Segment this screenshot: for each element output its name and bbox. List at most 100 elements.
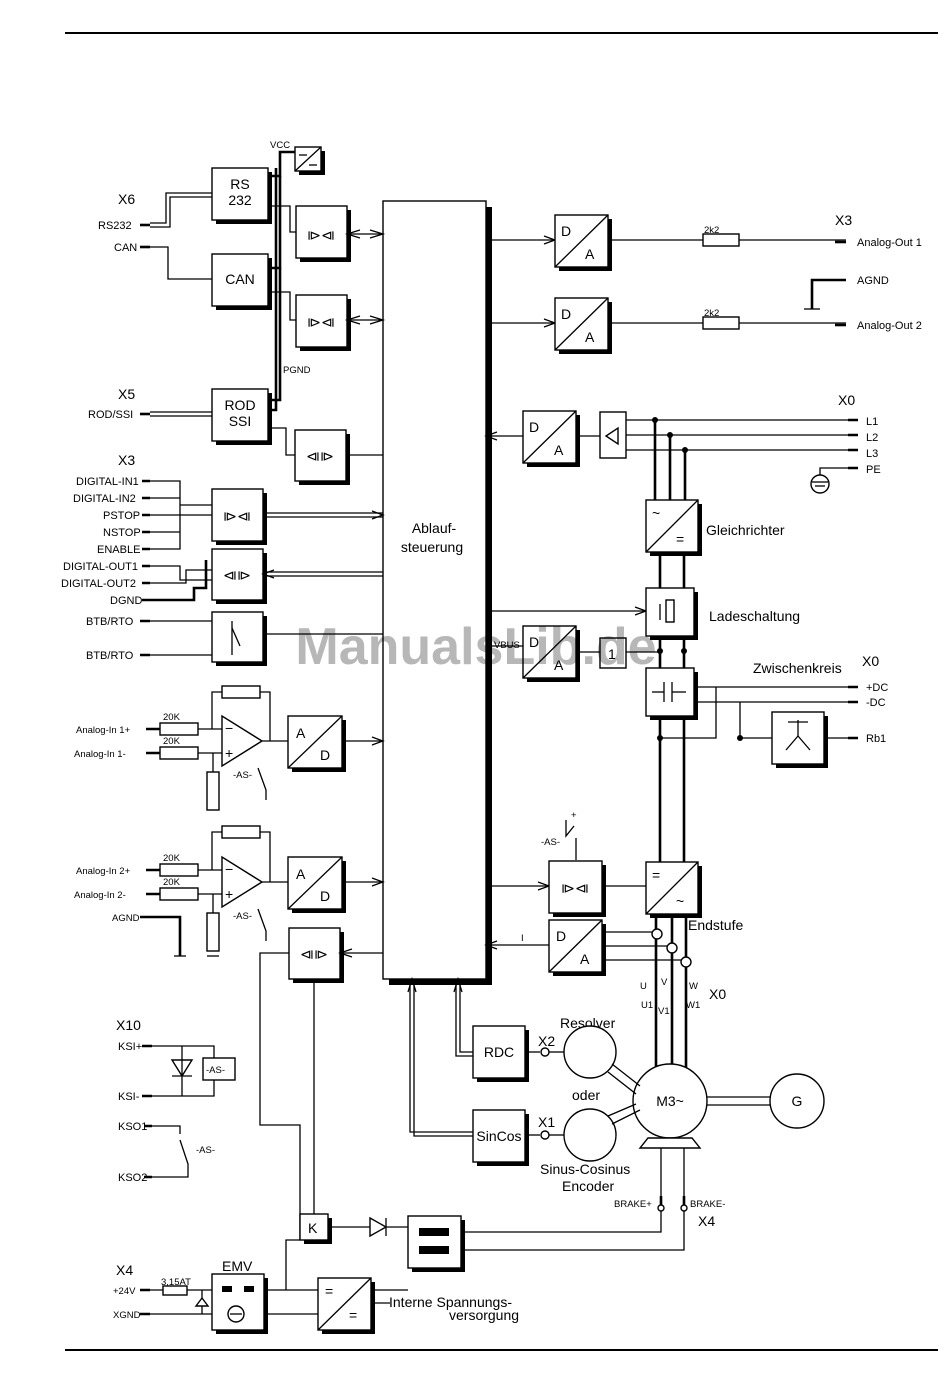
- optocoupler-rod: ⧏⧐: [294, 429, 350, 485]
- digital-out2-pin: DIGITAL-OUT2: [61, 578, 136, 590]
- rectifier-block: ~=: [645, 499, 702, 556]
- generator: G: [769, 1073, 825, 1129]
- ad-converter-2: A D: [287, 856, 346, 913]
- v1-pin: V1: [658, 1006, 670, 1017]
- p24v-pin: +24V: [113, 1286, 136, 1297]
- svg-text:⧐⧏: ⧐⧏: [307, 227, 335, 243]
- x0-dc-connector-label: X0: [862, 653, 879, 669]
- ksi-plus-pin: KSI+: [118, 1041, 142, 1053]
- svg-text:=: =: [652, 867, 660, 883]
- svg-text:=: =: [349, 1307, 357, 1323]
- watermark: ManualsLib.de: [295, 618, 656, 676]
- ad1-a: A: [296, 725, 306, 741]
- generator-label: G: [792, 1093, 803, 1109]
- interne-label: Interne Spannungs-: [389, 1294, 512, 1310]
- ksi-minus-pin: KSI-: [118, 1091, 140, 1103]
- x6-connector-label: X6: [118, 191, 135, 207]
- ain1p-pin: Analog-In 1+: [76, 725, 131, 736]
- x2-connector-label: X2: [538, 1033, 555, 1049]
- svg-text:=: =: [676, 531, 684, 547]
- v-pin: V: [661, 977, 668, 988]
- as-label-1: -AS-: [233, 770, 252, 781]
- fuse: [162, 1285, 188, 1296]
- analog-in-1-stage: Analog-In 1+ Analog-In 1- 20K 20K −+ -AS…: [74, 685, 288, 811]
- can-pin: CAN: [114, 242, 137, 254]
- ain2m-pin: Analog-In 2-: [74, 890, 126, 901]
- da-converter-aout2: D A: [554, 297, 612, 354]
- optocoupler-lower-left: ⧏⧐: [288, 927, 344, 983]
- optocoupler-endstufe: ⧐⧏: [548, 860, 606, 917]
- mains-buffer-amp: [599, 411, 627, 459]
- r20k-3: 20K: [163, 853, 181, 864]
- r20k-4: 20K: [163, 877, 181, 888]
- ad1-d: D: [320, 747, 330, 763]
- da-converter-mains: D A: [522, 410, 580, 467]
- da1-a: A: [585, 246, 595, 262]
- resolver: [563, 1025, 617, 1079]
- ablaufsteuerung-block: Ablauf- steuerung: [382, 200, 492, 985]
- versorgung-label: versorgung: [449, 1307, 519, 1323]
- as-label-4: -AS-: [196, 1145, 215, 1156]
- svg-text:⧏⧐: ⧏⧐: [306, 448, 334, 464]
- pe-pin: PE: [866, 464, 881, 476]
- svg-text:−: −: [225, 861, 233, 877]
- agnd-left-pin: AGND: [112, 913, 140, 924]
- agnd-right-pin: AGND: [857, 275, 889, 287]
- rs232-block-bottom: 232: [228, 192, 252, 208]
- x3-right-connector-label: X3: [835, 212, 852, 228]
- da-converter-current: D A: [548, 919, 606, 976]
- optocoupler-digital-in: ⧐⧏: [211, 488, 267, 545]
- ablauf-label-bottom: steuerung: [401, 539, 463, 555]
- dc-link-capacitor-block: [645, 667, 698, 720]
- brake-switch-block: [407, 1215, 465, 1272]
- current-marker: I: [521, 933, 524, 944]
- brake-chopper-block: [771, 711, 828, 768]
- da3-a: A: [554, 442, 564, 458]
- rdc-label: RDC: [484, 1044, 514, 1060]
- x3-left-connector-label: X3: [118, 452, 135, 468]
- svg-text:⧐⧏: ⧐⧏: [307, 314, 335, 330]
- rod-ssi-pin: ROD/SSI: [88, 409, 133, 421]
- vbus-label: VBUS: [494, 640, 520, 651]
- pgnd-label: PGND: [283, 365, 311, 376]
- btb-pin-2: BTB/RTO: [86, 650, 134, 662]
- pe-ground-symbol: [810, 474, 830, 494]
- can-block-label: CAN: [225, 271, 255, 287]
- u1-pin: U1: [641, 1000, 653, 1011]
- r2k2-2: 2k2: [704, 308, 719, 319]
- digital-in1-pin: DIGITAL-IN1: [76, 476, 139, 488]
- l1-pin: L1: [866, 416, 878, 428]
- x4-brake-connector-label: X4: [698, 1213, 715, 1229]
- ksi-diode: [170, 1046, 194, 1096]
- svg-text:⧐⧏: ⧐⧏: [561, 880, 589, 896]
- btb-relay-block: [211, 611, 267, 666]
- gleichrichter-label: Gleichrichter: [706, 522, 785, 538]
- r2k2-1: 2k2: [704, 225, 719, 236]
- inverter-block: =~: [645, 861, 702, 918]
- svg-text:=: =: [325, 1283, 333, 1299]
- svg-text:+: +: [225, 745, 233, 761]
- svg-text:⧏⧐: ⧏⧐: [300, 946, 328, 962]
- one-label: 1: [608, 646, 616, 662]
- x0-mains-connector-label: X0: [838, 392, 855, 408]
- u-pin: U: [640, 981, 647, 992]
- w-pin: W: [689, 981, 698, 992]
- kso1-pin: KSO1: [118, 1121, 147, 1133]
- charging-circuit-block: [645, 587, 698, 640]
- emv-label: EMV: [222, 1258, 253, 1274]
- as-label-3: -AS-: [206, 1065, 225, 1076]
- da4-a: A: [554, 657, 564, 673]
- x4-left-connector-label: X4: [116, 1262, 133, 1278]
- digital-out1-pin: DIGITAL-OUT1: [63, 561, 138, 573]
- svg-text:~: ~: [676, 893, 684, 909]
- da5-a: A: [580, 951, 590, 967]
- rs232-pin: RS232: [98, 220, 132, 232]
- fuse-label: 3,15AT: [161, 1277, 191, 1288]
- as-label-2: -AS-: [233, 911, 252, 922]
- plus-label: +: [571, 810, 577, 821]
- oder-label: oder: [572, 1087, 600, 1103]
- nstop-pin: NSTOP: [103, 527, 141, 539]
- zwischenkreis-label: Zwischenkreis: [753, 660, 842, 676]
- motor: M3~: [632, 1063, 708, 1149]
- svg-text:−: −: [225, 720, 233, 736]
